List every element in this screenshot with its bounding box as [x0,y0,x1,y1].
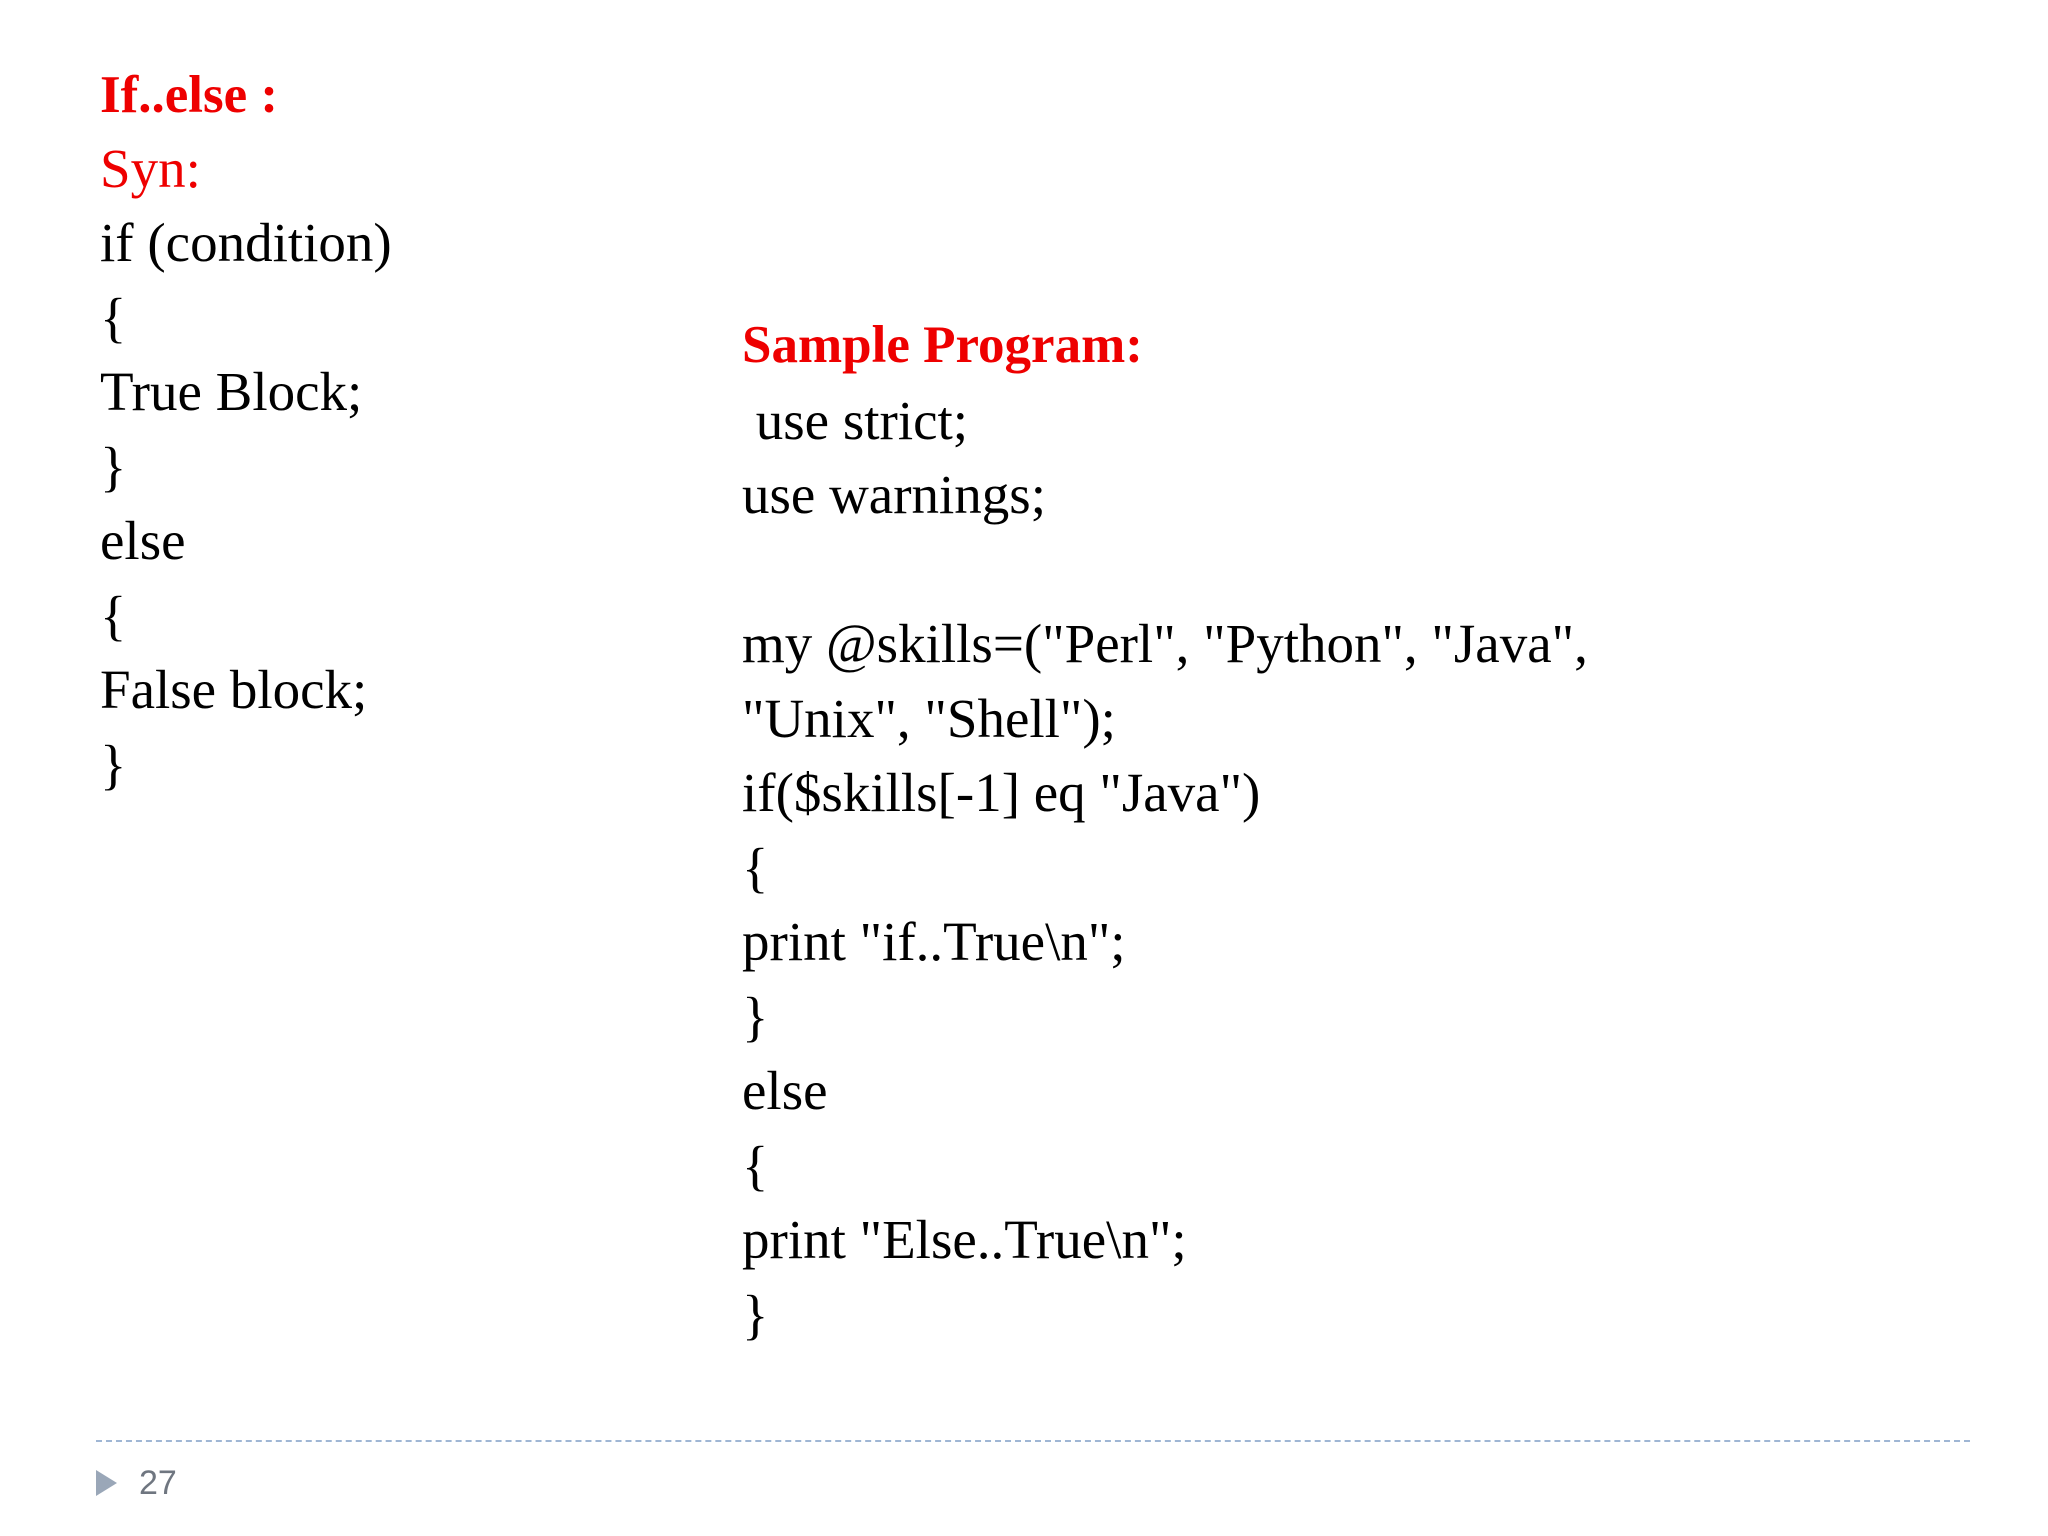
program-code-line-blank [742,533,1942,608]
syntax-code-line: else [100,510,186,572]
syntax-code-line: } [100,733,127,795]
program-code-line: { [742,836,769,898]
page-number: 27 [139,1464,177,1502]
footer-divider [96,1440,1970,1442]
program-code-line: use warnings; [742,464,1046,526]
syntax-code-line: if (condition) [100,212,392,274]
sample-program-title: Sample Program: [742,316,1143,374]
syntax-code-line: { [100,286,127,348]
footer: 27 [96,1455,177,1511]
program-code-line: } [742,985,769,1047]
program-code-line: else [742,1060,828,1122]
sample-program-column: Sample Program: use strict; use warnings… [742,310,1942,1353]
program-code-line: my @skills=("Perl", "Python", "Java", [742,613,1588,675]
program-code-line: if($skills[-1] eq "Java") [742,762,1261,824]
program-code-line: { [742,1134,769,1196]
syntax-subtitle: Syn: [100,137,201,199]
program-code-line: use strict; [742,389,969,451]
syntax-title: If..else : [100,66,279,124]
syntax-code-line: True Block; [100,361,363,423]
program-code-line: "Unix", "Shell"); [742,687,1116,749]
syntax-column: If..else : Syn: if (condition) { True Bl… [100,60,660,802]
syntax-code-line: False block; [100,659,368,721]
program-code-line: print "if..True\n"; [742,911,1126,973]
program-code-line: print "Else..True\n"; [742,1209,1187,1271]
triangle-right-icon [96,1470,117,1496]
program-code-line: } [742,1284,769,1345]
syntax-code-line: } [100,435,127,497]
syntax-code-line: { [100,584,127,646]
